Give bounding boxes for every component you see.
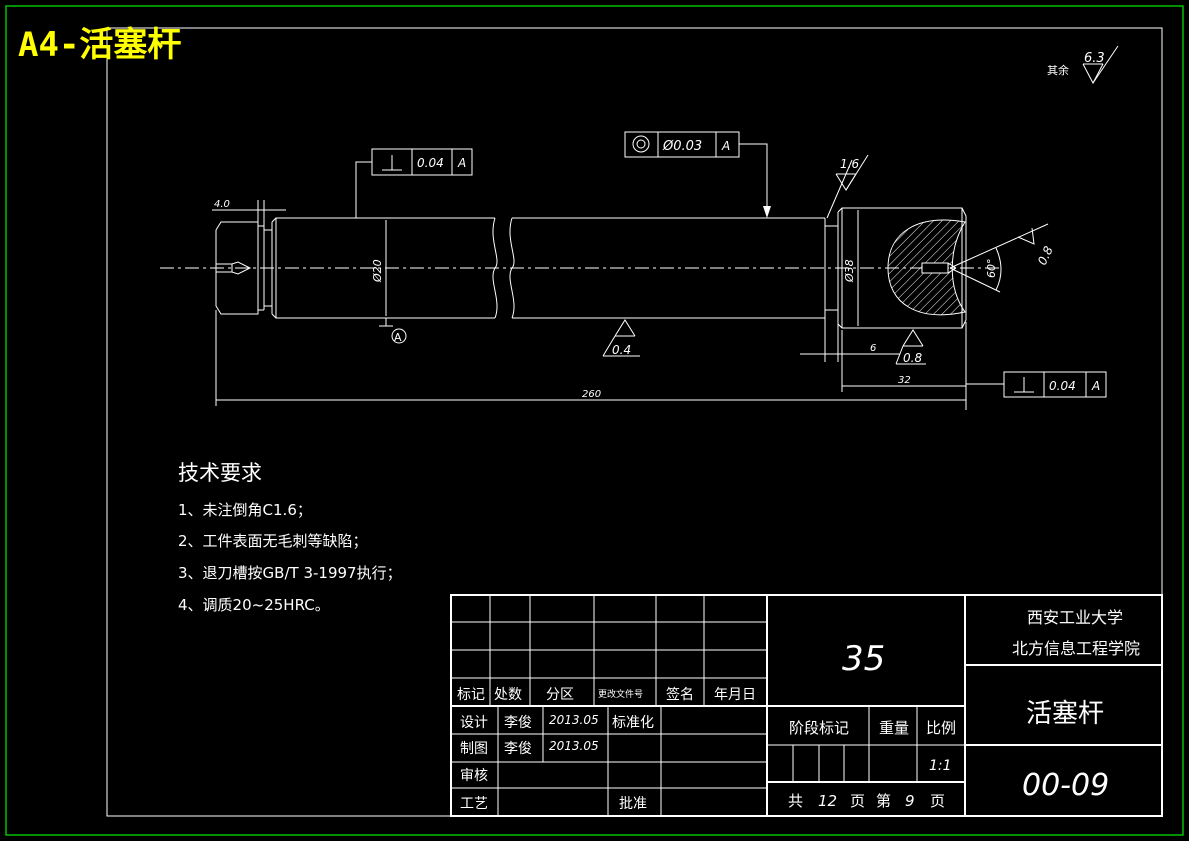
general-roughness: 其余 6.3 (1047, 45, 1119, 85)
tb-part-name: 活塞杆 (1026, 699, 1104, 729)
technical-requirements: 技术要求 1、未注倒角C1.6； 2、工件表面无毛刺等缺陷； 3、退刀槽按GB/… (178, 461, 402, 614)
tb-designer: 李俊 (504, 715, 532, 731)
requirement-2: 2、工件表面无毛刺等缺陷； (178, 532, 368, 550)
tb-draft-date: 2013.05 (549, 739, 599, 753)
tb-weight: 重量 (879, 719, 909, 737)
tb-drafter: 李俊 (504, 741, 532, 757)
tb-design-date: 2013.05 (549, 713, 599, 727)
tb-header-date: 年月日 (714, 687, 756, 703)
dim-6: 6 0.8 (800, 318, 926, 365)
dim-dia38-text: Ø38 (843, 259, 856, 283)
tb-header-count: 处数 (494, 687, 522, 703)
roughness-2-value: 0.8 (1035, 244, 1056, 268)
requirements-title: 技术要求 (178, 461, 262, 485)
tol-right-value: 0.04 (1049, 379, 1076, 393)
tol-left-value: 0.04 (417, 156, 444, 170)
tb-scale-value: 1:1 (929, 758, 952, 774)
dim-dia20: Ø20 A (371, 220, 407, 344)
dim-32: 32 (841, 322, 1004, 410)
tb-sheet-no-prefix: 第 (876, 792, 891, 810)
tb-sheets-total: 12 (818, 792, 837, 810)
datum-marker: A (394, 331, 402, 344)
tolerance-frame-right: 0.04 A (1003, 371, 1107, 398)
dim-4-text: 4.0 (214, 199, 230, 210)
dim-dia20-text: Ø20 (371, 259, 384, 283)
requirement-1: 1、未注倒角C1.6； (178, 501, 312, 519)
tb-header-zone: 分区 (546, 687, 574, 703)
tol-top-datum: A (721, 139, 730, 153)
tol-top-value: Ø0.03 (662, 139, 702, 154)
roughness-prefix: 其余 (1047, 63, 1069, 77)
tb-school-line2: 北方信息工程学院 (1012, 639, 1140, 658)
tol-right-datum: A (1091, 379, 1100, 393)
tb-school-line1: 西安工业大学 (1027, 608, 1123, 627)
tb-header-sign: 签名 (666, 686, 694, 703)
dim-32-text: 32 (898, 375, 911, 386)
dim-260: 260 (215, 310, 966, 406)
tb-sheets-unit: 页 (850, 792, 865, 810)
title-block: 标记 处数 分区 更改文件号 签名 年月日 设计 李俊 2013.05 标准化 … (450, 594, 1163, 817)
roughness-3-value: 0.4 (612, 343, 631, 357)
tb-sheets-total-prefix: 共 (788, 792, 803, 810)
tb-review: 审核 (460, 768, 488, 784)
tb-drawing-no: 00-09 (1022, 768, 1109, 803)
dim-dia38: Ø38 (843, 210, 859, 326)
tb-header-change-doc: 更改文件号 (598, 688, 643, 700)
tb-design: 设计 (460, 715, 488, 731)
roughness-1: 1.6 (826, 154, 869, 219)
outer-border (5, 5, 1184, 836)
roughness-4-value: 0.8 (903, 351, 922, 365)
tb-header-mark: 标记 (457, 687, 485, 703)
tb-material: 35 (842, 639, 885, 679)
requirement-4: 4、调质20~25HRC。 (178, 596, 330, 614)
dim-angle-text: 60° (985, 259, 998, 279)
tb-stage-mark: 阶段标记 (789, 719, 849, 737)
tolerance-frame-left: 0.04 A (355, 148, 473, 218)
roughness-1-value: 1.6 (840, 157, 859, 171)
tb-process: 工艺 (460, 796, 488, 812)
section-view (887, 219, 966, 316)
tb-drafting: 制图 (460, 741, 488, 757)
tb-standardization: 标准化 (612, 715, 654, 731)
requirement-3: 3、退刀槽按GB/T 3-1997执行； (178, 564, 402, 582)
tb-approve: 批准 (619, 796, 647, 812)
dim-6-text: 6 (870, 343, 876, 354)
roughness-general-value: 6.3 (1084, 51, 1105, 66)
tol-left-datum: A (457, 156, 466, 170)
tolerance-frame-top: Ø0.03 A (624, 131, 771, 218)
tb-sheet-no-unit: 页 (930, 792, 945, 810)
tb-scale-label: 比例 (926, 719, 956, 737)
roughness-3: 0.4 (602, 319, 640, 357)
dim-4: 4.0 (212, 199, 286, 226)
dim-260-text: 260 (582, 389, 601, 400)
sheet-label: A4-活塞杆 (18, 25, 181, 65)
tb-sheet-no: 9 (905, 792, 915, 810)
